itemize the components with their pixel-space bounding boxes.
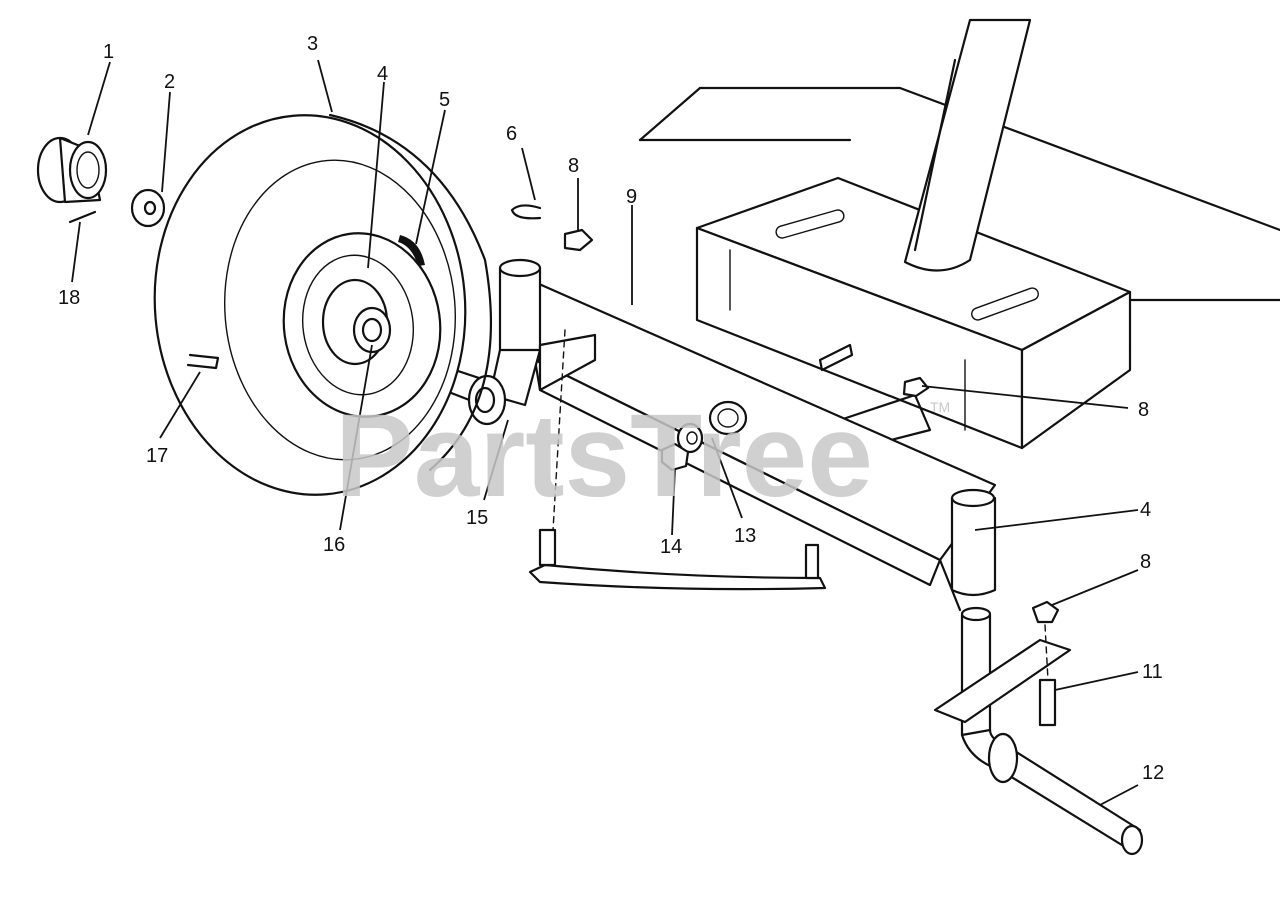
callout-9: 9 xyxy=(626,186,637,208)
e-ring xyxy=(510,204,542,220)
callout-13: 13 xyxy=(734,525,756,547)
callout-12: 12 xyxy=(1142,762,1164,784)
left-spindle xyxy=(403,258,597,426)
callout-14: 14 xyxy=(660,536,682,558)
callout-11: 11 xyxy=(1142,661,1163,683)
right-spindle xyxy=(933,488,1144,856)
callout-16: 16 xyxy=(323,534,345,556)
valve-stem xyxy=(186,353,220,370)
callout-15: 15 xyxy=(466,507,488,529)
axle-beam xyxy=(528,278,997,612)
callout-8: 8 xyxy=(1138,399,1149,421)
callout-labels: 1 2 3 4 5 6 8 9 8 4 8 11 12 13 14 15 16 … xyxy=(58,33,1164,784)
bolt xyxy=(1038,678,1057,727)
wheel-rim xyxy=(282,232,442,418)
cotter-pin xyxy=(68,210,97,224)
callout-3: 3 xyxy=(307,33,318,55)
callout-6: 6 xyxy=(506,123,517,145)
callout-5: 5 xyxy=(439,89,450,111)
callout-18: 18 xyxy=(58,287,80,309)
spacer xyxy=(708,400,748,436)
hex-nut xyxy=(1031,600,1060,624)
lock-nut xyxy=(660,442,690,472)
tie-rod xyxy=(528,528,827,591)
callout-8: 8 xyxy=(568,155,579,177)
callout-4: 4 xyxy=(1140,499,1151,521)
flat-washer xyxy=(130,188,166,228)
hex-nut xyxy=(902,376,930,398)
callout-1: 1 xyxy=(103,41,114,63)
callout-4: 4 xyxy=(377,63,388,85)
callout-2: 2 xyxy=(164,71,175,93)
callout-17: 17 xyxy=(146,445,168,467)
callout-8: 8 xyxy=(1140,551,1151,573)
leader-lines xyxy=(71,59,1139,806)
washer xyxy=(676,422,704,454)
hex-nut xyxy=(563,228,594,252)
hub-cap xyxy=(36,136,108,204)
watermark-trademark: TM xyxy=(930,399,950,415)
steering-column xyxy=(903,18,1032,272)
watermark-text: PartsTree xyxy=(335,390,873,522)
